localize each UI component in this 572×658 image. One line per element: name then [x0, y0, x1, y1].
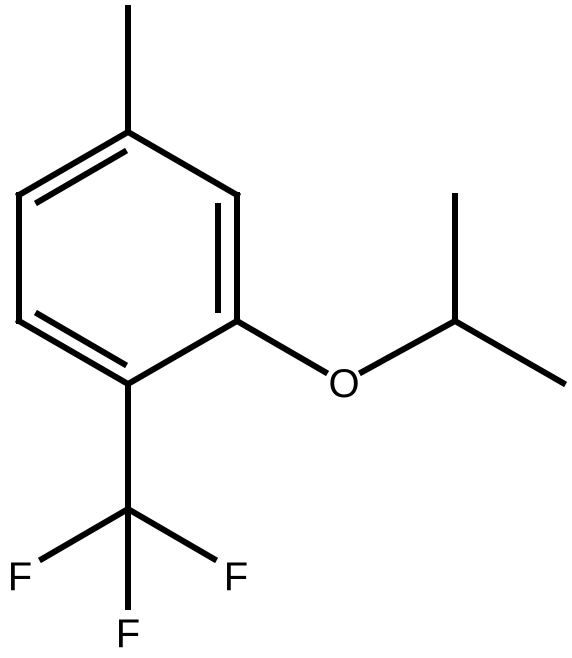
bond-ring-c4-c5 [14, 316, 133, 389]
bond-ring-oxygen [232, 316, 330, 377]
bond-oxygen-isopropyl [357, 316, 460, 377]
bond-cf3-fluorine-left [37, 504, 133, 564]
bond-cf3-fluorine-right [123, 504, 219, 564]
bond-double-inner-c4-c5 [33, 309, 129, 369]
atom-label-fluorine-right: F [224, 555, 248, 599]
bond-ring-c6-c1 [14, 127, 133, 200]
atom-label-fluorine-left: F [8, 555, 32, 599]
bond-isopropyl-methyl-right [450, 316, 568, 388]
atom-label-fluorine-bottom: F [116, 612, 140, 656]
atom-label-oxygen: O [328, 362, 359, 406]
bond-ring-c1-c2 [123, 127, 242, 200]
bond-double-inner-c1-c6 [33, 147, 129, 207]
bond-ring-c3-c4 [123, 316, 242, 389]
